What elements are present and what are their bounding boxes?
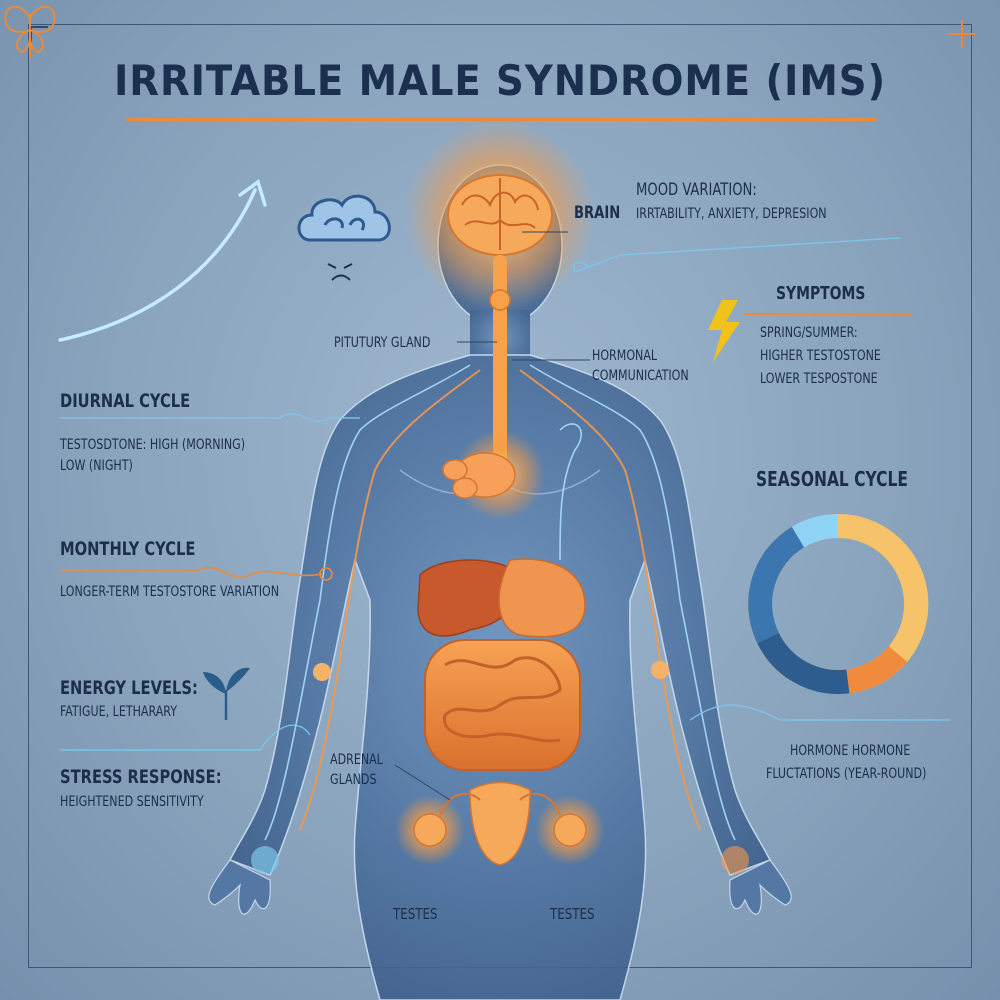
label-adrenal-1: ADRENAL <box>330 752 383 768</box>
label-brain: BRAIN <box>574 203 621 223</box>
mood-heading: MOOD VARIATION: <box>636 180 757 200</box>
pituitary-gland <box>489 289 511 311</box>
orange-nerve-lines <box>299 369 701 831</box>
symptoms-line-3: LOWER TESPOSTONE <box>760 371 878 387</box>
liver-stomach <box>417 558 586 638</box>
angry-face-icon <box>327 263 353 281</box>
lightning-icon <box>708 300 740 362</box>
stress-text: HEIGHTENED SENSITIVITY <box>60 794 204 810</box>
brain-organ <box>447 174 553 256</box>
butterfly-logo-icon <box>4 5 56 58</box>
seasonal-donut-chart <box>748 513 929 694</box>
monthly-text: LONGER-TERM TESTOSTORE VARIATION <box>60 584 280 600</box>
monthly-heading: MONTHLY CYCLE <box>60 538 196 560</box>
seasonal-note-1: HORMONE HORMONE <box>790 743 911 759</box>
corner-mark-top-right <box>948 20 976 48</box>
storm-cloud-icon <box>297 194 391 242</box>
sprout-icon <box>203 667 250 720</box>
label-testes-right: TESTES <box>550 905 595 923</box>
label-hormonal-2: COMMUNICATION <box>592 368 689 384</box>
symptoms-heading: SYMPTOMS <box>776 283 866 304</box>
symptoms-line-2: HIGHER TESTOSTONE <box>760 348 881 364</box>
label-pituitary: PITUTURY GLAND <box>334 335 431 351</box>
page-title: IRRITABLE MALE SYNDROME (IMS) <box>113 56 887 105</box>
connector-waves <box>60 237 950 751</box>
title-underline <box>126 118 876 121</box>
reproductive-organs <box>395 781 605 866</box>
diurnal-heading: DIURNAL CYCLE <box>60 390 191 412</box>
label-adrenal-2: GLANDS <box>330 772 377 788</box>
intestines <box>424 639 581 771</box>
diurnal-line-1: TESTOSDTONE: HIGH (MORNING) <box>60 437 246 453</box>
diurnal-line-2: LOW (NIGHT) <box>60 458 133 474</box>
label-testes-left: TESTES <box>393 905 438 923</box>
left-hand-glow <box>251 846 279 874</box>
blue-nerve-lines <box>264 364 736 841</box>
energy-text: FATIGUE, LETHARARY <box>60 704 177 720</box>
arrow-up-icon <box>58 179 267 342</box>
right-hand-glow <box>721 846 749 874</box>
left-elbow-node <box>313 663 331 681</box>
stress-heading: STRESS RESPONSE: <box>60 766 222 788</box>
orange-wave-lines <box>60 566 333 581</box>
label-hormonal-1: HORMONAL <box>592 348 658 364</box>
mood-text: IRRTABILITY, ANXIETY, DEPRESION <box>636 206 827 222</box>
leader-lines <box>394 231 590 801</box>
symptoms-line-1: SPRING/SUMMER: <box>760 325 858 341</box>
right-elbow-node <box>651 661 669 679</box>
seasonal-note-2: FLUCTATIONS (YEAR-ROUND) <box>766 766 927 782</box>
upper-gland-organ <box>442 452 516 499</box>
energy-heading: ENERGY LEVELS: <box>60 677 198 699</box>
symptoms-underline <box>744 313 912 315</box>
seasonal-heading: SEASONAL CYCLE <box>756 467 908 491</box>
